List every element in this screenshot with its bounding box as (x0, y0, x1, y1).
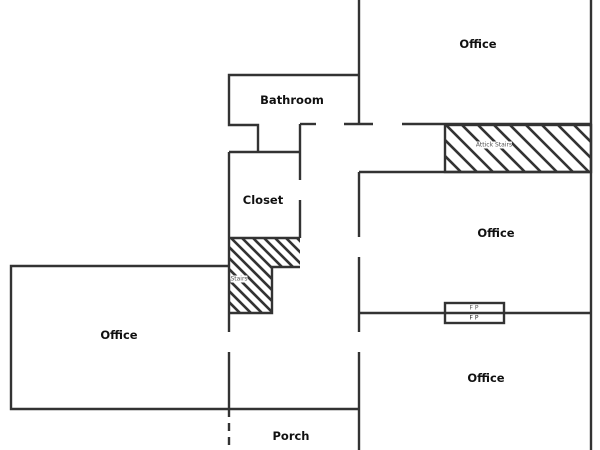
hatch-line (525, 125, 574, 172)
room-label-closet: Closet (242, 193, 284, 207)
attic-stairs-label: Attick Stairs (475, 141, 513, 149)
hatch-line (229, 238, 252, 313)
attic-stairs-hatch (445, 125, 591, 172)
room-label-office-middle-right: Office (477, 226, 515, 240)
hatch-line (296, 238, 300, 313)
room-label-office-bottom-right: Office (467, 371, 505, 385)
room-label-office-top-right: Office (459, 37, 497, 51)
hatch-line (445, 170, 446, 172)
room-label-porch: Porch (272, 429, 310, 443)
hatch-line (274, 238, 300, 313)
hatch-line (229, 238, 263, 313)
hatch-line (241, 238, 300, 313)
hatch-line (445, 138, 478, 172)
hatch-line (509, 125, 558, 172)
hatch-line (493, 125, 542, 172)
room-label-office-left: Office (100, 328, 138, 342)
hatch-line (573, 125, 591, 144)
hatch-line (461, 125, 510, 172)
fireplace-label-bottom: F P (469, 314, 479, 322)
hatch-line (229, 238, 230, 313)
hatch-line (557, 125, 591, 160)
hatch-line (445, 125, 494, 172)
stairs-hatch (229, 238, 300, 313)
hatch-line (285, 238, 300, 313)
hatch-line (263, 238, 300, 313)
walls (9, 0, 593, 450)
hatch-line (252, 238, 300, 313)
fireplace-label-top: F P (469, 304, 479, 312)
hatch-line (541, 125, 590, 172)
stairs-label: Stairs (230, 275, 248, 283)
hatch-line (445, 154, 462, 172)
hatch-line (477, 125, 526, 172)
room-label-bathroom: Bathroom (260, 93, 324, 107)
